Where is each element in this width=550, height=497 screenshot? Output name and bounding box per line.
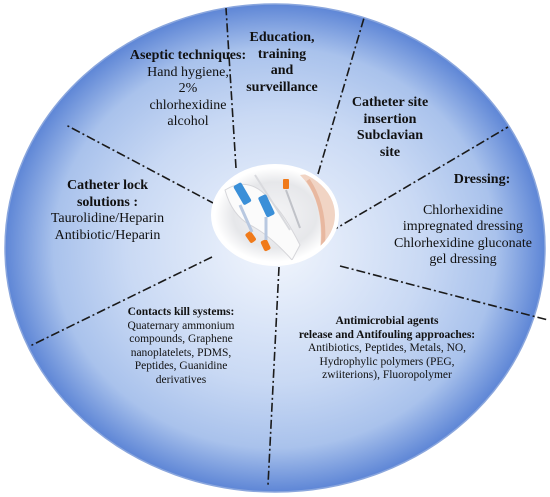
contact-heading: Contacts kill systems:	[127, 306, 235, 318]
contact-line-5: derivatives	[155, 373, 207, 386]
aseptic-line-4: alcohol	[167, 114, 209, 130]
site-line-1: Catheter site	[351, 95, 429, 110]
dressing-line-2: impregnated dressing	[402, 219, 524, 235]
lock-line-2: solutions :	[76, 194, 139, 210]
segment-contact-kill: Contacts kill systems: Quaternary ammoni…	[96, 306, 266, 387]
segment-dividers	[29, 7, 549, 486]
segment-antimicrobial: Antimicrobial agents release and Antifou…	[282, 315, 492, 383]
divider-line-1	[225, 7, 237, 169]
antimicrobial-line-1: Antimicrobial agents	[335, 315, 439, 327]
segment-catheter-lock: Catheter lock solutions : Taurolidine/He…	[20, 178, 195, 244]
aseptic-heading: Aseptic techniques:	[129, 48, 247, 63]
lock-line-4: Antibiotic/Heparin	[54, 227, 161, 243]
antimicrobial-line-2: release and Antifouling approaches:	[298, 328, 476, 341]
education-line-4: surveillance	[246, 79, 318, 95]
lock-line-3: Taurolidine/Heparin	[50, 211, 165, 227]
divider-line-2	[317, 17, 365, 175]
site-line-3: Subclavian	[356, 128, 424, 144]
antimicrobial-line-5: zwiiterions), Fluoropolymer	[322, 369, 452, 382]
site-line-4: site	[379, 144, 401, 160]
education-line-2: training	[257, 46, 307, 62]
education-line-3: and	[270, 63, 294, 79]
dressing-line-4: gel dressing	[429, 252, 497, 268]
antimicrobial-line-4: Hydrophylic polymers (PEG,	[319, 355, 455, 368]
antimicrobial-line-3: Antibiotics, Peptides, Metals, NO,	[307, 342, 467, 355]
segment-dressing: Dressing: Chlorhexidine impregnated dres…	[378, 172, 548, 269]
center-photo	[211, 164, 339, 266]
divider-line-4	[339, 265, 549, 321]
site-line-2: insertion	[363, 111, 417, 127]
contact-line-2: compounds, Graphene	[129, 333, 233, 346]
education-line-1: Education,	[249, 30, 315, 45]
divider-line-7	[65, 124, 216, 205]
contact-line-4: Peptides, Guanidine	[134, 360, 228, 373]
segment-education: Education, training and surveillance	[232, 30, 332, 96]
dressing-line-3: Chlorhexidine gluconate	[393, 235, 533, 251]
dressing-line-1: Chlorhexidine	[422, 202, 504, 218]
segment-catheter-site: Catheter site insertion Subclavian site	[335, 95, 445, 161]
aseptic-line-3: chlorhexidine	[149, 97, 227, 113]
divider-line-5	[267, 266, 280, 486]
contact-line-1: Quaternary ammonium	[127, 319, 235, 332]
aseptic-line-1: Hand hygiene,	[147, 64, 229, 80]
lock-line-1: Catheter lock	[67, 178, 148, 193]
divider-line-3	[329, 126, 509, 233]
contact-line-3: nanoplatelets, PDMS,	[130, 346, 232, 359]
aseptic-line-2: 2%	[178, 81, 198, 97]
segment-aseptic-techniques: Aseptic techniques: Hand hygiene, 2% chl…	[128, 48, 248, 131]
dressing-heading: Dressing:	[453, 172, 511, 187]
